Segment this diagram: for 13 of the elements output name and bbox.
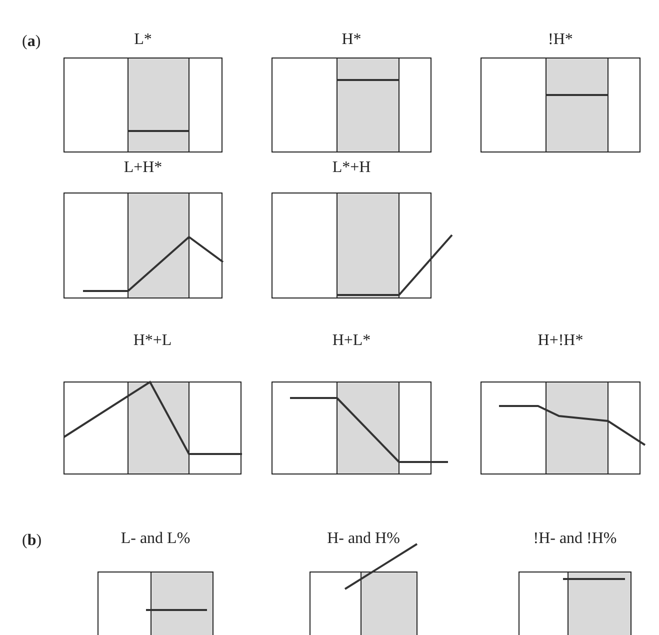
pitch-accent-label: !H- and !H% (532, 529, 618, 549)
pitch-accent-label: !H* (547, 30, 574, 50)
panel-letter: (b) (22, 531, 42, 551)
panel-letter: (a) (22, 32, 41, 52)
pitch-accent-label: L*+H (331, 158, 372, 178)
pitch-accent-label: L+H* (122, 158, 164, 178)
pitch-accent-label: H- and H% (326, 529, 401, 549)
pitch-accent-label: H*+L (132, 331, 173, 351)
pitch-accent-label: L- and L% (120, 529, 192, 549)
pitch-accent-label: L* (133, 30, 153, 50)
pitch-accent-label: H+!H* (536, 331, 584, 351)
pitch-accent-label: H* (340, 30, 362, 50)
pitch-accent-label: H+L* (331, 331, 372, 351)
